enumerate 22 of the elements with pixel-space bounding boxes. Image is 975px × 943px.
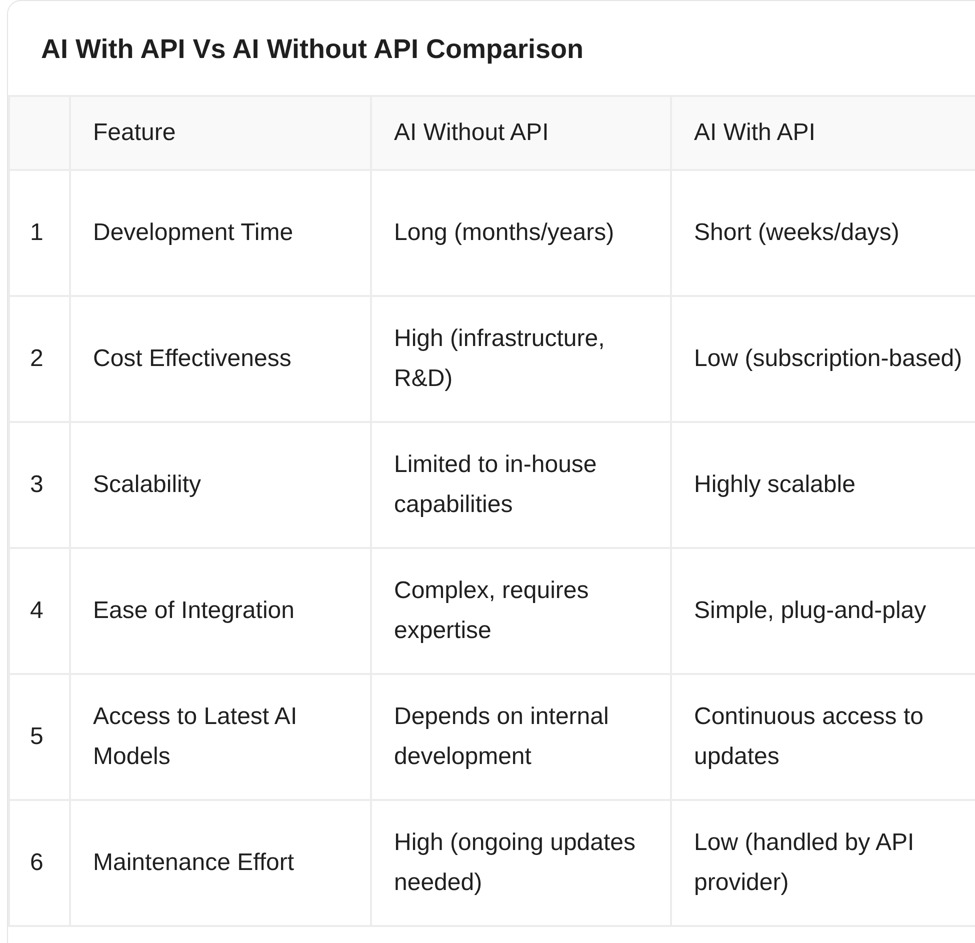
title: AI With API Vs AI Without API Comparison	[41, 33, 584, 66]
table-cell: Maintenance Effort	[70, 800, 371, 926]
table-cell: Development Time	[70, 170, 371, 296]
table-cell: High (infrastructure, R&D)	[371, 296, 671, 422]
row-number: 3	[9, 422, 70, 548]
row-number: 2	[9, 296, 70, 422]
row-number: 1	[9, 170, 70, 296]
table-cell: Access to Latest AI Models	[70, 674, 371, 800]
column-header: Feature	[70, 96, 371, 170]
row-number: 6	[9, 800, 70, 926]
table-cell: Scalability	[70, 422, 371, 548]
table-cell: Limited to in-house capabilities	[371, 422, 671, 548]
column-header: AI Without API	[371, 96, 671, 170]
table-cell: Long (months/years)	[371, 170, 671, 296]
table-cell: Depends on internal development	[371, 674, 671, 800]
row-number: 4	[9, 548, 70, 674]
row-number: 5	[9, 674, 70, 800]
table-cell: Complex, requires expertise	[371, 548, 671, 674]
table-cell: Cost Effectiveness	[70, 296, 371, 422]
table-cell: High (ongoing updates needed)	[371, 800, 671, 926]
column-header: AI With API	[671, 96, 975, 170]
table-cell: Ease of Integration	[70, 548, 371, 674]
